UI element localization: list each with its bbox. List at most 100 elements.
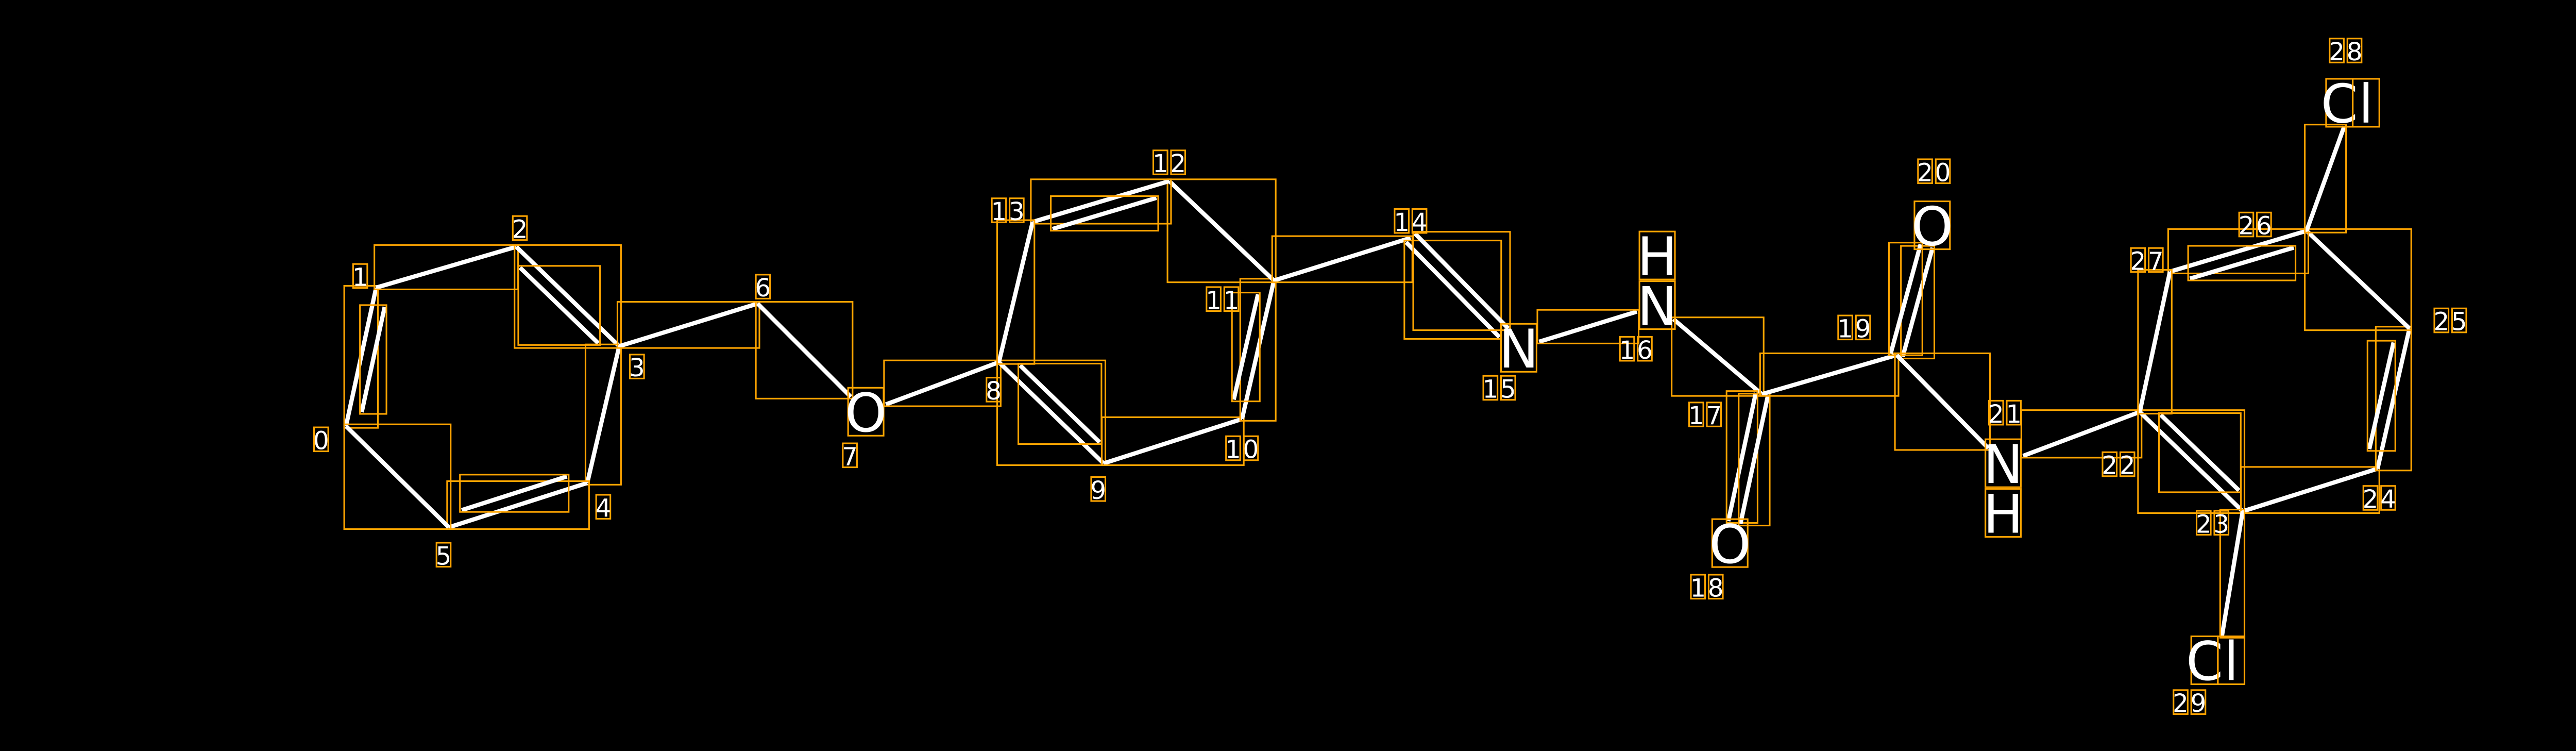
char-bbox [2433, 307, 2450, 333]
bond-12-13 [1032, 179, 1170, 224]
atom-index-label: 1 [1619, 336, 1635, 365]
bond-bbox [1050, 195, 1159, 232]
char-bbox [1711, 518, 1749, 568]
char-bbox [1837, 314, 1853, 341]
bond-8-9 [997, 360, 1105, 465]
char-bbox [512, 215, 528, 241]
bond-bbox [343, 285, 379, 429]
bond-25-26 [2305, 229, 2411, 330]
char-bbox [1090, 476, 1107, 502]
atom-index-label: 0 [1935, 158, 1951, 187]
bond-bbox [2158, 412, 2242, 493]
char-bbox [1638, 230, 1676, 280]
char-bbox [2217, 635, 2246, 686]
atom-index-label: 1 [1225, 436, 1241, 464]
atom-index-label: 3 [2213, 510, 2229, 539]
bond-5-0 [344, 424, 451, 529]
atom-symbol-n: N [1499, 319, 1538, 380]
bond-bbox [1231, 292, 1261, 403]
atom-index-label: 5 [1500, 375, 1516, 404]
atom-symbol-n: N [1983, 434, 2023, 496]
char-bbox [1206, 286, 1222, 312]
atom-index-label: 3 [1009, 197, 1025, 226]
bond-bbox [1888, 242, 1923, 356]
bond-bbox [1166, 178, 1277, 283]
atom-index-label: 7 [1706, 402, 1722, 430]
atom-index-label: 1 [1153, 149, 1168, 178]
bond-22-23-inner [2159, 413, 2241, 492]
atom-index-label: 8 [2347, 38, 2363, 66]
char-bbox [1855, 314, 1871, 341]
atom-index-label: 1 [1206, 286, 1222, 315]
atom-index-label: 2 [2433, 308, 2449, 337]
char-bbox [2102, 451, 2118, 477]
bond-bbox [616, 301, 760, 349]
bond-bbox [2304, 228, 2412, 331]
atom-index-label: 6 [2256, 212, 2272, 241]
atom-hydrogen: H [1983, 483, 2023, 545]
atom-index-label: 1 [1837, 314, 1853, 343]
atom-index-label: 1 [1690, 574, 1706, 603]
atom-index-label: 4 [596, 494, 612, 523]
char-bbox [2346, 38, 2363, 63]
char-bbox [1223, 286, 1240, 312]
bond-16-17 [1672, 318, 1764, 396]
bond-27-22 [2138, 271, 2172, 412]
bond-bbox [1738, 393, 1771, 527]
atom-index-label: 9 [1855, 314, 1871, 343]
bond-bbox [1239, 278, 1277, 422]
bond-2-3 [515, 245, 621, 348]
atom-index-label: 3 [629, 354, 645, 382]
char-bbox [1637, 336, 1653, 362]
atom-index-label: 5 [436, 542, 452, 571]
atom-index-label: 0 [313, 426, 329, 455]
atom-index-label: 2 [2196, 510, 2212, 539]
atom-symbol-cl: C [2321, 74, 2358, 136]
bond-bbox [1894, 352, 1991, 451]
char-bbox [1482, 375, 1499, 401]
bond-bbox [1018, 362, 1103, 445]
char-bbox [2195, 510, 2212, 536]
bond-bbox [755, 301, 854, 399]
char-bbox [352, 263, 368, 289]
bond-bbox [2240, 466, 2380, 514]
bond-bbox [2366, 340, 2396, 452]
bond-2-3-inner [518, 266, 600, 345]
bond-17-19 [1761, 353, 1897, 396]
char-bbox [1638, 280, 1676, 330]
bond-bbox [1671, 316, 1765, 397]
atom-index-label: 9 [2191, 689, 2207, 718]
bond-12-13-inner [1052, 195, 1157, 231]
bond-bbox [2020, 409, 2143, 459]
atom-hydrogen: H [1637, 226, 1677, 288]
bond-19-21 [1895, 353, 1990, 450]
char-bbox [2130, 247, 2146, 273]
bond-bbox [2375, 326, 2412, 472]
bond-24-25-inner [2367, 342, 2396, 450]
atom-index-label: 2 [512, 215, 528, 244]
bond-bbox [1403, 240, 1502, 340]
bond-6-7 [756, 302, 853, 398]
bond-15-16 [1538, 309, 1638, 344]
atom-index-label: 7 [2148, 247, 2164, 276]
atom-symbol-cl: l [2224, 631, 2239, 693]
atom-index-label: 6 [1637, 336, 1653, 365]
bond-bbox [2187, 245, 2297, 281]
char-bbox [1619, 336, 1635, 362]
atom-index-label: 2 [2120, 452, 2136, 480]
bond-13-8 [996, 221, 1035, 363]
atom-index-label: 1 [352, 263, 368, 292]
atom-index-label: 2 [2130, 247, 2146, 276]
bond-bbox [1412, 231, 1511, 331]
char-bbox [1170, 149, 1187, 175]
char-bbox [991, 197, 1007, 223]
char-bbox [1985, 488, 2022, 538]
bond-bbox [343, 423, 452, 530]
bond-3-4 [585, 345, 621, 483]
bond-bbox [1900, 245, 1936, 360]
bond-bbox [1536, 309, 1640, 344]
char-bbox [1411, 208, 1428, 234]
bond-0-1 [344, 287, 379, 427]
bond-bbox [1271, 235, 1413, 283]
bond-26-27-inner [2189, 245, 2295, 281]
